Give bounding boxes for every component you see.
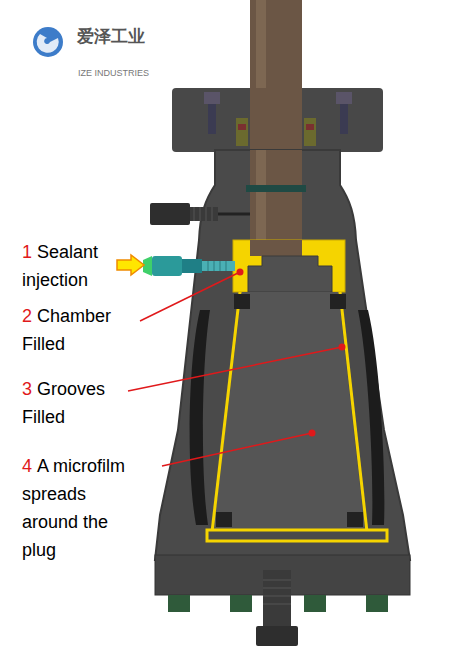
sealant-groove [212, 292, 240, 532]
plug [213, 292, 365, 532]
callout-text: A microfilm spreads around the plug [22, 456, 125, 560]
leader-lines [128, 269, 346, 467]
upper-fitting [150, 203, 250, 225]
stem-seal-ring [246, 185, 306, 192]
injection-arrow [117, 255, 144, 275]
callout-number: 3 [22, 379, 32, 399]
callout-number: 2 [22, 306, 32, 326]
plug-seals [216, 294, 363, 527]
stem-through-flange [250, 88, 302, 152]
callout-text: Sealant injection [22, 242, 98, 290]
callout: 4A microfilm spreads around the plug [22, 452, 132, 564]
logo-icon [33, 27, 63, 57]
stem-end [250, 240, 302, 256]
valve-body [155, 150, 410, 560]
logo-text: 爱泽工业 [77, 28, 457, 47]
callout-number: 1 [22, 242, 32, 262]
sealant-band [207, 530, 387, 541]
plug-top [248, 256, 332, 292]
bottom-stem [256, 570, 298, 646]
stem [250, 0, 302, 258]
body-recess [190, 310, 210, 525]
callout-text: Chamber Filled [22, 306, 111, 354]
callout-number: 4 [22, 456, 32, 476]
stem-lower [250, 150, 302, 258]
callout: 3Grooves Filled [22, 375, 132, 431]
callout-text: Grooves Filled [22, 379, 105, 427]
sealant-groove [340, 292, 367, 532]
top-flange [172, 88, 383, 152]
callout: 1Sealant injection [22, 238, 132, 294]
gland-bolts [204, 92, 352, 146]
callout: 2Chamber Filled [22, 302, 132, 358]
injection-fitting [143, 256, 235, 276]
logo-subtext: IZE INDUSTRIES [78, 69, 457, 79]
sealant-chamber [233, 240, 345, 292]
